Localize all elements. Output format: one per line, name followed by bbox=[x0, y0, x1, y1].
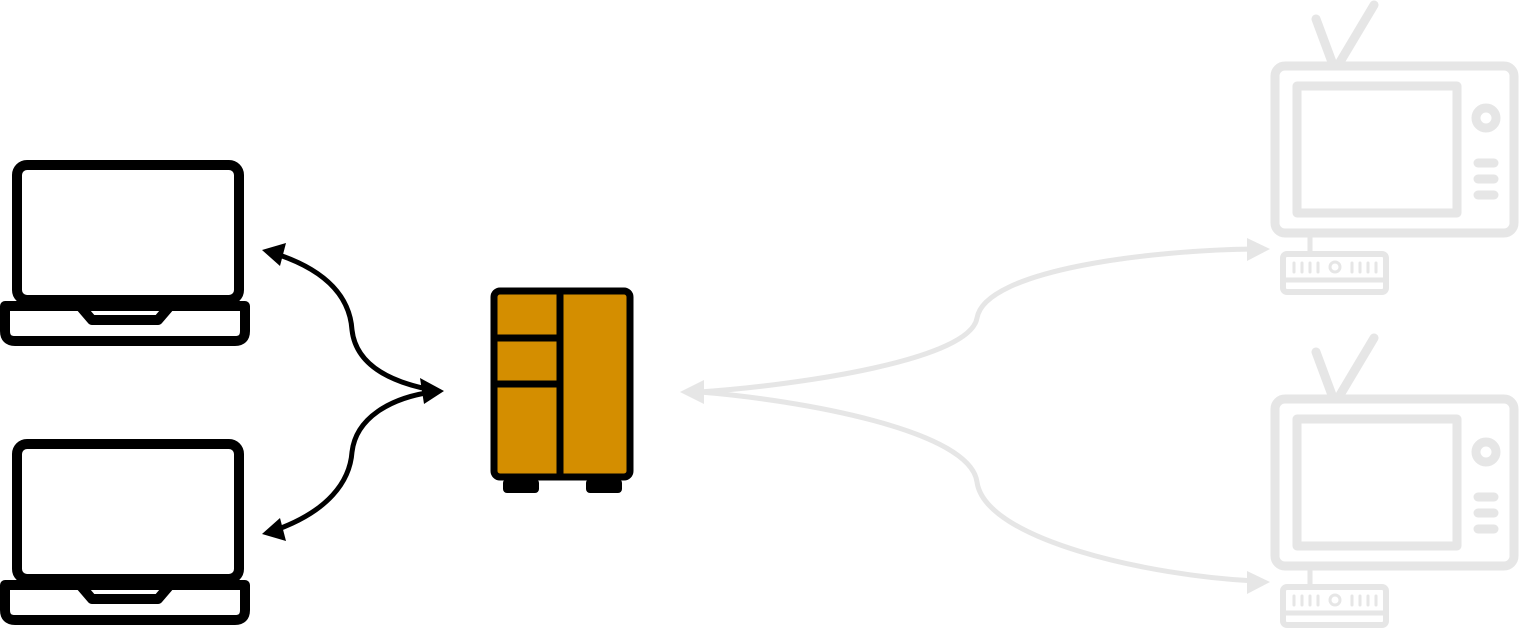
laptop-screen bbox=[12, 439, 244, 584]
set-top-box-body bbox=[1280, 584, 1389, 628]
tv-antenna-left bbox=[1311, 347, 1337, 400]
laptop-icon bbox=[0, 439, 250, 625]
arrowhead-nas-left bbox=[680, 380, 704, 404]
laptop-touchpad-notch bbox=[76, 581, 174, 604]
tv-2 bbox=[1270, 333, 1519, 628]
tv-screen bbox=[1292, 414, 1462, 551]
tv-cabinet bbox=[1270, 394, 1519, 571]
tv-antenna-right bbox=[1335, 0, 1379, 67]
tv-1 bbox=[1270, 0, 1519, 295]
arrowhead-laptop-1 bbox=[262, 243, 286, 266]
tv-antenna-right bbox=[1335, 333, 1379, 400]
connector-laptop-1-nas bbox=[269, 249, 433, 393]
nas-foot-right bbox=[586, 479, 622, 493]
connector-nas-tv-1 bbox=[699, 246, 1256, 395]
set-top-box-icon bbox=[1280, 233, 1389, 295]
laptop-icon bbox=[0, 160, 250, 346]
laptop-touchpad-notch bbox=[76, 302, 174, 325]
arrowhead-tv-1 bbox=[1247, 238, 1270, 261]
laptop-base bbox=[0, 580, 250, 625]
arrowhead-laptop-2 bbox=[262, 518, 286, 541]
nas-server-icon bbox=[490, 287, 634, 493]
laptop-screen bbox=[12, 160, 244, 305]
tv-knob bbox=[1471, 437, 1501, 467]
inactive-connectors bbox=[699, 246, 1256, 584]
connector-laptop-2-nas bbox=[269, 389, 433, 535]
set-top-box-body bbox=[1280, 251, 1389, 295]
tv-icon bbox=[1270, 0, 1519, 238]
tv-knob bbox=[1471, 103, 1501, 133]
laptop-2 bbox=[0, 439, 250, 625]
tv-screen bbox=[1292, 81, 1462, 218]
laptop-base bbox=[0, 301, 250, 346]
arrowhead-tv-2 bbox=[1247, 571, 1270, 594]
tv-icon bbox=[1270, 333, 1519, 571]
tv-cabinet bbox=[1270, 61, 1519, 238]
active-arrowheads bbox=[262, 243, 444, 541]
nas-server bbox=[490, 287, 634, 493]
connector-nas-tv-2 bbox=[699, 389, 1256, 584]
active-connectors bbox=[269, 249, 433, 535]
set-top-box-led bbox=[1328, 593, 1342, 607]
inactive-arrowheads bbox=[680, 238, 1270, 594]
arrowhead-nas bbox=[420, 378, 444, 404]
set-top-box-icon bbox=[1280, 566, 1389, 628]
laptop-1 bbox=[0, 160, 250, 346]
set-top-box-led bbox=[1328, 260, 1342, 274]
nas-foot-left bbox=[503, 479, 539, 493]
tv-antenna-left bbox=[1311, 14, 1337, 67]
